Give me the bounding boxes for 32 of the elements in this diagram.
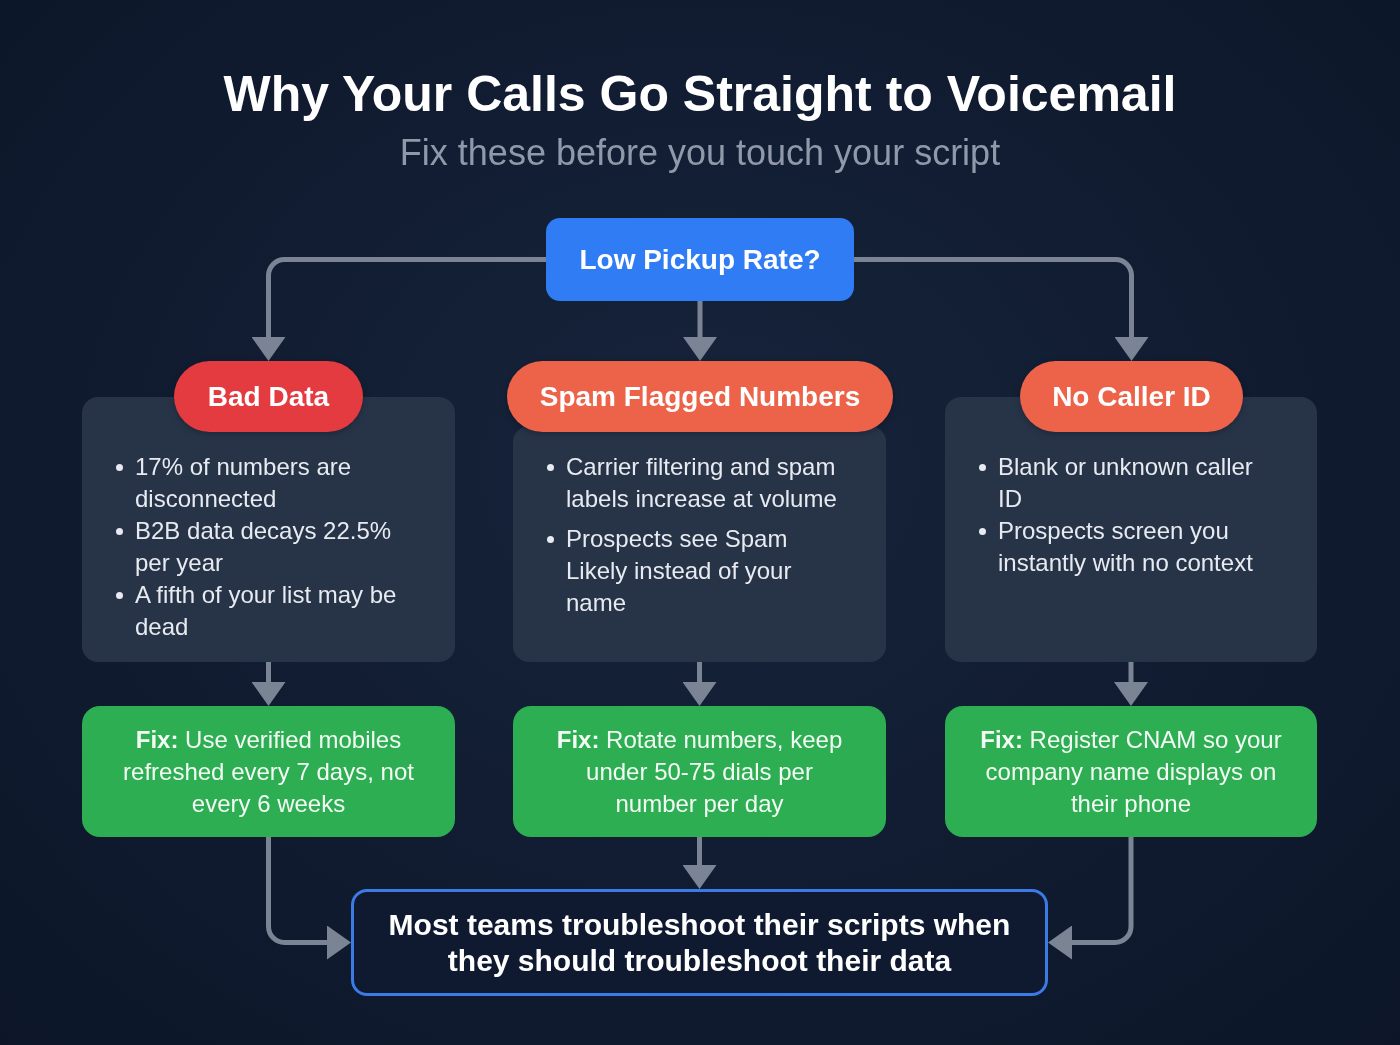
cause-card — [513, 426, 886, 662]
subtitle: Fix these before you touch your script — [399, 132, 1001, 174]
fix-text: Fix: Rotate numbers, keep under 50-75 dials per number per day — [555, 724, 844, 819]
arrow — [1114, 662, 1148, 706]
arrow — [251, 257, 546, 361]
arrow — [251, 662, 286, 706]
summary-text: Most teams troubleshoot their scripts when they should troubleshoot their data — [387, 906, 1012, 979]
fix-box — [513, 706, 886, 837]
bullet-text: Prospects screen you instantly with no context — [998, 516, 1254, 578]
title: Why Your Calls Go Straight to Voicemail — [223, 66, 1177, 124]
fix-box — [945, 706, 1317, 837]
arrow — [682, 662, 717, 706]
question-text: Low Pickup Rate? — [579, 243, 821, 276]
category-label: No Caller ID — [1052, 380, 1211, 413]
bullet-text: Carrier filtering and spam labels increase at volume — [566, 452, 838, 514]
bullet-text: A fifth of your list may be dead — [135, 580, 398, 642]
arrow — [683, 301, 717, 361]
arrow — [266, 837, 351, 960]
bullet-text: B2B data decays 22.5% per year — [135, 516, 393, 578]
summary-box — [351, 889, 1048, 996]
fix-text: Fix: Use verified mobiles refreshed every 7 days, not every 6 weeks — [122, 724, 415, 819]
category-label: Bad Data — [207, 380, 330, 413]
bullet-text: Prospects see Spam Likely instead of your name — [566, 524, 793, 618]
decision-box — [546, 218, 854, 301]
fix-box — [82, 706, 455, 837]
bullet-text: Blank or unknown caller ID — [998, 452, 1254, 514]
category-label: Spam Flagged Numbers — [539, 380, 861, 413]
arrow — [854, 257, 1149, 361]
arrow — [1048, 837, 1134, 960]
bullet-text: 17% of numbers are disconnected — [135, 452, 353, 514]
fix-text: Fix: Register CNAM so your company name displays on their phone — [979, 724, 1283, 819]
arrow — [682, 837, 717, 889]
